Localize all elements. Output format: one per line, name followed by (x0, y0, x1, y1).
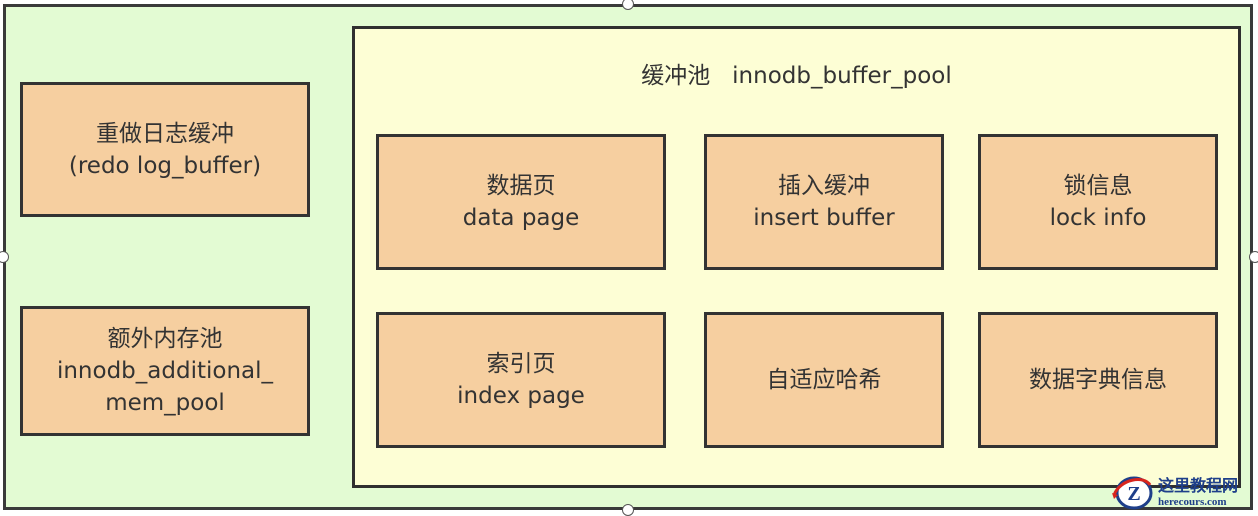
index-page-box: 索引页 index page (376, 312, 666, 448)
watermark-en-text: herecours.com (1158, 495, 1227, 508)
insert-buffer-box: 插入缓冲 insert buffer (704, 134, 944, 270)
buffer-pool-title: 缓冲池 innodb_buffer_pool (641, 63, 952, 89)
watermark-logo: Z 这里教程网 herecours.com (1110, 470, 1258, 514)
insert-buffer-title: 插入缓冲 (778, 173, 870, 199)
left-resize-handle[interactable] (0, 251, 9, 263)
adaptive-hash-title: 自适应哈希 (766, 367, 882, 393)
redo-log-buffer-title: 重做日志缓冲 (96, 120, 234, 147)
redo-log-buffer-subtitle: (redo log_buffer) (68, 152, 262, 179)
bottom-resize-handle[interactable] (622, 504, 634, 516)
additional-mem-pool-box: 额外内存池 innodb_additional_ mem_pool (20, 306, 310, 436)
top-resize-handle[interactable] (622, 0, 634, 10)
data-dictionary-title: 数据字典信息 (1029, 367, 1167, 393)
data-dictionary-box: 数据字典信息 (978, 312, 1218, 448)
index-page-title: 索引页 (486, 351, 556, 377)
additional-mem-pool-name-line1: innodb_additional_ (56, 358, 274, 384)
redo-log-buffer-box: 重做日志缓冲 (redo log_buffer) (20, 82, 310, 217)
index-page-subtitle: index page (457, 383, 585, 409)
lock-info-subtitle: lock info (1049, 205, 1147, 231)
lock-info-title: 锁信息 (1063, 173, 1133, 199)
right-resize-handle[interactable] (1249, 251, 1258, 263)
data-page-box: 数据页 data page (376, 134, 666, 270)
watermark-cn-text: 这里教程网 (1158, 475, 1239, 495)
additional-mem-pool-name-line2: mem_pool (105, 390, 225, 416)
adaptive-hash-box: 自适应哈希 (704, 312, 944, 448)
insert-buffer-subtitle: insert buffer (753, 205, 895, 231)
z-logo-icon: Z (1110, 473, 1154, 511)
svg-text:Z: Z (1127, 483, 1140, 505)
data-page-title: 数据页 (486, 173, 556, 199)
lock-info-box: 锁信息 lock info (978, 134, 1218, 270)
additional-mem-pool-title: 额外内存池 (107, 326, 223, 352)
data-page-subtitle: data page (462, 205, 580, 231)
